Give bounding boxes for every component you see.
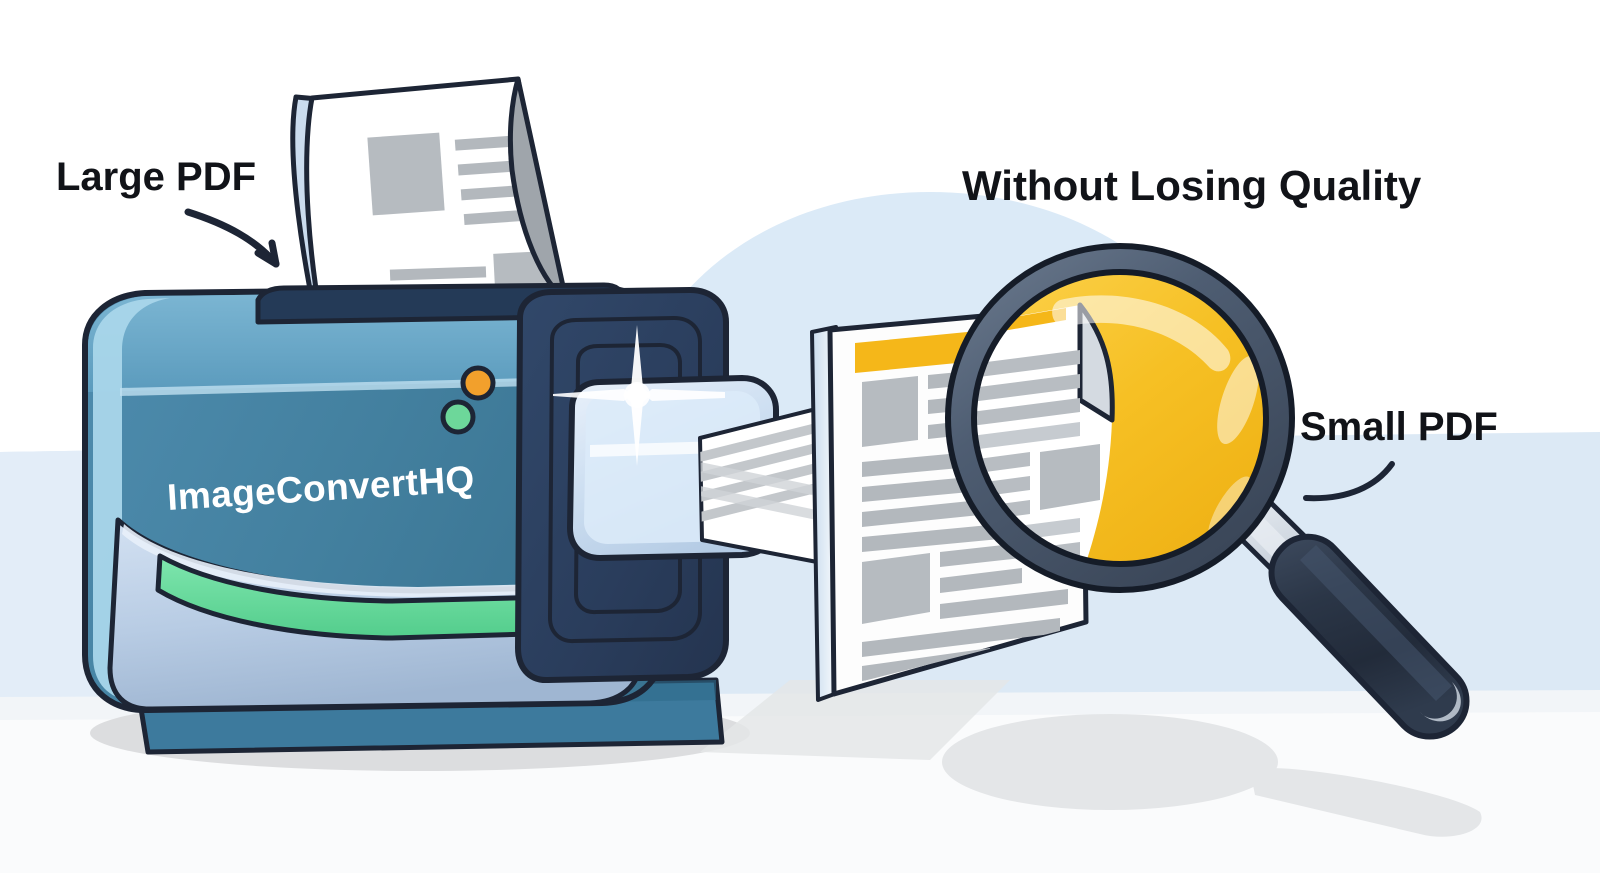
printer-device: ImageConvertHQ (82, 282, 779, 755)
input-doc-image-block (367, 132, 445, 216)
lens-image-block (1040, 444, 1100, 510)
magnifier-handle (1229, 497, 1470, 740)
magnifier-rim-outer-outline (945, 243, 1295, 593)
output-doc-line (862, 618, 1060, 657)
label-large-pdf: Large PDF (56, 155, 256, 199)
output-doc-image-block (862, 376, 918, 447)
magnifier-handle-shadow (1250, 768, 1482, 837)
small-pdf-pointer-curve (1303, 461, 1395, 502)
input-doc-line (389, 266, 487, 281)
output-doc-image-block (862, 553, 930, 624)
magnifier-grip-highlight (1300, 545, 1452, 701)
large-pdf-arrow-head (254, 239, 280, 268)
magnifier-rim (948, 246, 1292, 590)
status-led-green (440, 399, 476, 435)
lens-page-fold (1077, 302, 1115, 423)
printer-panel-inner-ring-1 (547, 315, 702, 644)
magnifier-rim-inner-outline (971, 269, 1269, 567)
magnifier-lens-shadow (942, 714, 1278, 810)
lens-gloss-streak (1217, 355, 1259, 445)
output-doc-line (940, 568, 1022, 593)
annotation-layer: Large PDF Without Losing Quality Small P… (56, 155, 1498, 502)
feeding-paper-lines (700, 418, 832, 524)
printer-tray-top-edge (122, 524, 636, 597)
output-doc-line (862, 648, 990, 681)
magnifier-grip (1268, 533, 1470, 740)
label-without-losing-quality: Without Losing Quality (962, 162, 1422, 209)
status-led-amber (460, 365, 496, 401)
sparkle-icon (553, 325, 725, 466)
lens-gloss-arc (1052, 295, 1231, 372)
printer-panel-inner-ring-2 (573, 342, 682, 615)
output-doc-line (940, 589, 1068, 619)
document-shadow (700, 680, 1010, 760)
label-small-pdf: Small PDF (1300, 405, 1498, 449)
magnifier (945, 243, 1470, 740)
feeding-paper (698, 402, 840, 568)
